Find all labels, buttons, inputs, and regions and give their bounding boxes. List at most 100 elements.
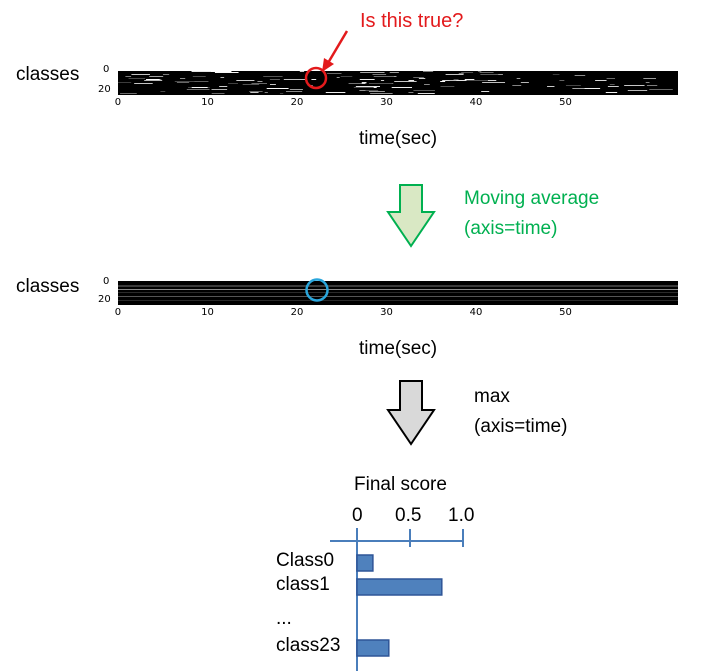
heatmap-streak bbox=[191, 71, 211, 72]
top-ytick-20: 20 bbox=[98, 84, 111, 95]
moving-average-label: Moving average (axis=time) bbox=[464, 184, 599, 244]
middle-heatmap bbox=[118, 281, 678, 305]
heatmap-streak bbox=[607, 86, 619, 87]
heatmap-streak bbox=[191, 87, 208, 88]
xtick-label: 10 bbox=[201, 307, 214, 318]
max-arrow bbox=[386, 380, 436, 446]
chart-bar bbox=[356, 639, 390, 657]
heatmap-streak bbox=[311, 79, 317, 80]
heatmap-streak bbox=[209, 71, 232, 72]
heatmap-streak bbox=[606, 78, 616, 79]
heatmap-streak bbox=[179, 78, 186, 79]
heatmap-streak bbox=[160, 91, 166, 92]
heatmap-streak bbox=[236, 80, 255, 81]
middle-highlight-circle bbox=[305, 278, 329, 302]
heatmap-streak bbox=[373, 76, 394, 77]
heatmap-streak bbox=[380, 80, 385, 81]
chart-title: Final score bbox=[354, 474, 447, 495]
heatmap-streak bbox=[250, 92, 259, 93]
chart-tick-label: 1.0 bbox=[448, 505, 475, 526]
annotation-arrowhead bbox=[322, 58, 334, 72]
xtick-label: 30 bbox=[380, 97, 393, 108]
heatmap-streak bbox=[131, 74, 150, 75]
max-line1: max bbox=[474, 386, 510, 407]
heatmap-streak bbox=[192, 76, 206, 77]
heatmap-streak bbox=[445, 74, 464, 75]
xtick-label: 20 bbox=[290, 97, 304, 108]
heatmap-streak bbox=[128, 78, 146, 79]
top-heatmap-streaks bbox=[118, 71, 673, 94]
middle-ylabel: classes bbox=[16, 276, 80, 297]
middle-ytick-20: 20 bbox=[98, 294, 111, 305]
heatmap-streak bbox=[269, 84, 276, 85]
heatmap-streak bbox=[355, 86, 381, 87]
heatmap-streak bbox=[336, 77, 340, 78]
xtick-label: 40 bbox=[469, 307, 483, 318]
heatmap-streak bbox=[574, 75, 586, 76]
heatmap-streak bbox=[458, 73, 464, 74]
heatmap-streak bbox=[609, 84, 615, 85]
heatmap-streak bbox=[424, 84, 430, 85]
top-highlight-circle bbox=[304, 66, 328, 90]
heatmap-streak bbox=[461, 72, 474, 73]
heatmap-streak bbox=[649, 89, 673, 90]
heatmap-streak bbox=[149, 76, 164, 77]
annotation-question: Is this true? bbox=[360, 10, 464, 32]
heatmap-streak bbox=[368, 91, 385, 92]
heatmap-streak bbox=[408, 80, 415, 81]
heatmap-streak bbox=[481, 91, 490, 92]
heatmap-streak bbox=[547, 86, 555, 87]
heatmap-streak bbox=[422, 71, 434, 72]
heatmap-streak bbox=[643, 78, 656, 79]
xtick-label: 30 bbox=[380, 307, 393, 318]
heatmap-streak bbox=[417, 93, 435, 94]
heatmap-streak bbox=[211, 93, 225, 94]
middle-xlabel: time(sec) bbox=[359, 338, 438, 359]
heatmap-streak bbox=[464, 79, 475, 80]
heatmap-streak bbox=[340, 76, 353, 77]
heatmap-streak bbox=[361, 82, 367, 83]
heatmap-streak bbox=[289, 89, 303, 90]
heatmap-streak bbox=[348, 83, 367, 84]
heatmap-streak bbox=[442, 80, 452, 81]
heatmap-streak bbox=[242, 84, 260, 85]
heatmap-streak bbox=[605, 92, 618, 93]
heatmap-streak bbox=[144, 80, 163, 81]
heatmap-streak bbox=[595, 80, 607, 81]
heatmap-streak bbox=[466, 80, 488, 81]
max-line2: (axis=time) bbox=[474, 416, 568, 437]
heatmap-streak bbox=[263, 76, 283, 77]
xtick-label: 0 bbox=[114, 97, 122, 108]
top-ylabel: classes bbox=[16, 64, 80, 85]
xtick-label: 50 bbox=[559, 307, 572, 318]
top-ytick-0: 0 bbox=[103, 64, 110, 75]
xtick-label: 40 bbox=[469, 97, 483, 108]
heatmap-streak bbox=[516, 78, 521, 79]
heatmap-streak bbox=[456, 80, 470, 81]
heatmap-streak bbox=[361, 83, 366, 84]
heatmap-streak bbox=[413, 90, 435, 91]
heatmap-streak bbox=[146, 79, 157, 80]
heatmap-streak bbox=[645, 82, 650, 83]
heatmap-streak bbox=[565, 85, 581, 86]
heatmap-streak bbox=[186, 89, 210, 90]
heatmap-streak bbox=[440, 86, 455, 87]
heatmap-streak bbox=[269, 79, 280, 80]
heatmap-streak bbox=[249, 91, 263, 92]
heatmap-streak bbox=[118, 82, 132, 83]
xtick-label: 0 bbox=[114, 307, 122, 318]
chart-tick-label: 0.5 bbox=[395, 505, 422, 526]
heatmap-streak bbox=[125, 76, 132, 77]
heatmap-streak bbox=[440, 81, 446, 82]
chart-category-label: class23 bbox=[276, 635, 341, 656]
chart-bar bbox=[356, 578, 443, 596]
xtick-label: 20 bbox=[290, 307, 304, 318]
heatmap-streak bbox=[266, 88, 289, 89]
heatmap-streak bbox=[283, 79, 307, 80]
heatmap-streak bbox=[453, 79, 459, 80]
heatmap-streak bbox=[359, 79, 375, 80]
top-xlabel: time(sec) bbox=[359, 128, 438, 149]
heatmap-streak bbox=[624, 85, 645, 86]
heatmap-streak bbox=[365, 90, 379, 91]
